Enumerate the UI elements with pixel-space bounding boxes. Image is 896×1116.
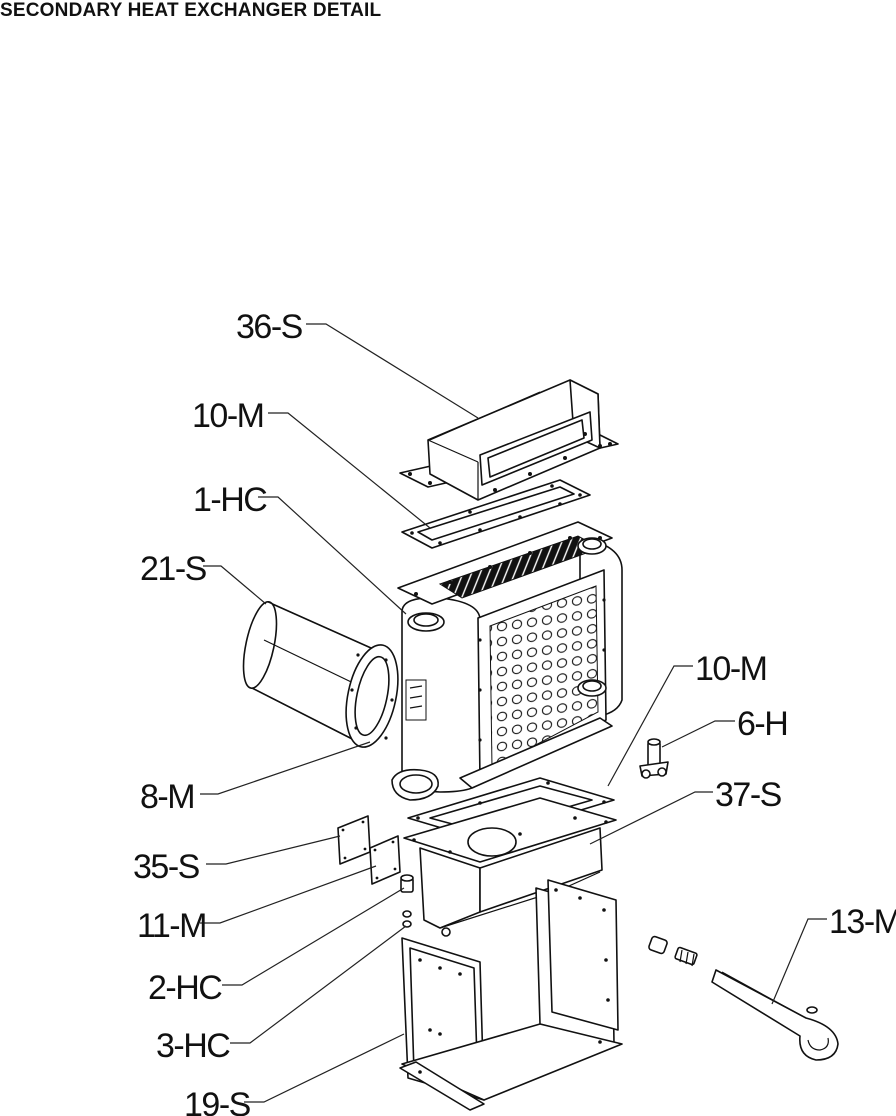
part-10-m-top-gasket (401, 479, 591, 549)
label-10-m-top: 10-M (192, 397, 263, 435)
leader-21-s (203, 565, 267, 605)
leader-10-m-low (607, 665, 693, 787)
label-37-s: 37-S (715, 776, 782, 814)
part-13-m-drain-tube (648, 935, 839, 1061)
part-3-hc-washer (402, 910, 412, 928)
leader-13-m (771, 918, 827, 1005)
leader-10-m-top (268, 412, 431, 529)
label-13-m: 13-M (829, 903, 896, 941)
label-21-s: 21-S (140, 550, 207, 588)
part-37-s-drain-pan (403, 797, 617, 937)
label-1-hc: 1-HC (193, 481, 267, 519)
part-36-s-outlet-hood (399, 379, 619, 501)
part-labels: 36-S 10-M 1-HC 21-S 10-M 6-H 8-M 37-S 35… (133, 308, 896, 1116)
leader-3-hc (230, 925, 407, 1044)
leader-6-h (661, 720, 735, 748)
label-8-m: 8-M (140, 778, 194, 816)
label-35-s: 35-S (133, 848, 200, 886)
page-title: SECONDARY HEAT EXCHANGER DETAIL (0, 0, 382, 21)
part-35-s-access-plate (337, 815, 371, 865)
part-1-hc-heat-exchanger-core (391, 521, 623, 801)
label-2-hc: 2-HC (148, 969, 222, 1007)
part-21-s-inlet-duct (242, 601, 399, 748)
label-3-hc: 3-HC (156, 1027, 230, 1065)
leader-35-s (206, 835, 341, 865)
part-2-hc-plug (400, 874, 414, 893)
label-10-m-low: 10-M (695, 650, 766, 688)
leader-lines (200, 323, 827, 1103)
leader-19-s (244, 1033, 405, 1103)
part-19-s-base-stand (399, 879, 623, 1111)
part-11-m-access-gasket (369, 835, 401, 885)
leader-36-s (306, 323, 479, 419)
label-11-m: 11-M (137, 907, 206, 945)
leader-8-m (200, 741, 371, 795)
leader-11-m (200, 865, 377, 924)
label-6-h: 6-H (737, 705, 787, 743)
leader-1-hc (258, 496, 407, 615)
part-6-h-fitting (639, 738, 669, 779)
leader-37-s (589, 791, 713, 845)
leader-2-hc (222, 887, 405, 986)
label-19-s: 19-S (184, 1086, 251, 1116)
rating-plate-icon (405, 679, 427, 721)
label-36-s: 36-S (236, 308, 303, 346)
